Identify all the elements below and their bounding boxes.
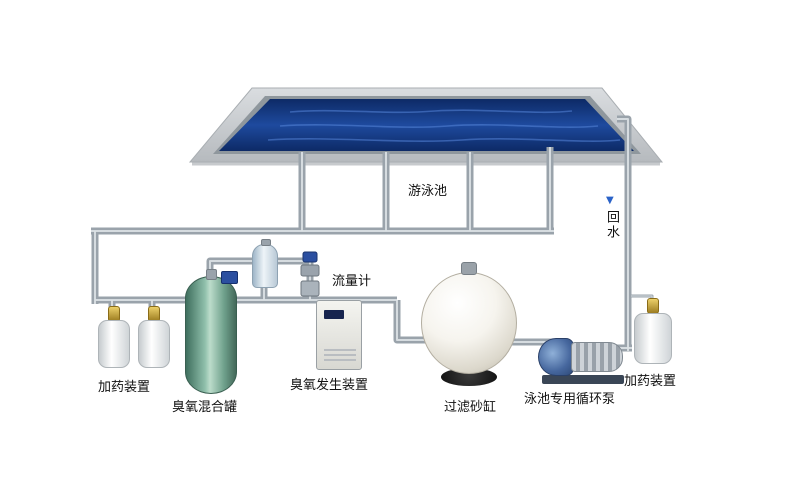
small-canister (252, 239, 278, 288)
dosing-right-label: 加药装置 (624, 374, 677, 389)
filter-sand-tank-label: 过滤砂缸 (444, 400, 497, 415)
dosing-tank-body (98, 320, 130, 368)
circulation-pump (538, 330, 628, 384)
tank-fitting-icon (206, 269, 217, 280)
dosing-device-left-tank-2 (138, 306, 170, 368)
dosing-left-label: 加药装置 (98, 380, 151, 395)
dosing-device-left-tank-1 (98, 306, 130, 368)
generator-vents-icon (324, 349, 356, 361)
return-arrow-icon: ▼ (606, 195, 614, 206)
return-water-label: 回水 (604, 210, 619, 240)
filter-sand-tank (421, 272, 517, 374)
ozone-generator-label: 臭氧发生装置 (290, 378, 369, 393)
pump-base (542, 375, 624, 384)
dosing-tank-body (138, 320, 170, 368)
pump-volute (538, 338, 574, 376)
dosing-device-right-tank (634, 298, 672, 364)
flow-meter-label: 流量计 (332, 274, 372, 289)
pump-motor (571, 342, 623, 372)
dosing-pump-head-icon (647, 298, 659, 314)
filter-tank-base (441, 368, 497, 386)
tank-control-box (221, 271, 238, 284)
circulation-pump-label: 泳池专用循环泵 (524, 392, 616, 407)
ozone-mixing-tank-label: 臭氧混合罐 (172, 400, 238, 415)
dosing-tank-body (634, 313, 672, 364)
generator-display (324, 310, 344, 319)
pool-label: 游泳池 (408, 184, 448, 199)
canister-cap-icon (261, 239, 271, 246)
ozone-generator (316, 300, 362, 370)
flow-meter-fittings (300, 251, 320, 297)
pool-water (219, 99, 634, 151)
filter-tank-valve-icon (461, 262, 477, 275)
ozone-mixing-tank (185, 269, 238, 394)
